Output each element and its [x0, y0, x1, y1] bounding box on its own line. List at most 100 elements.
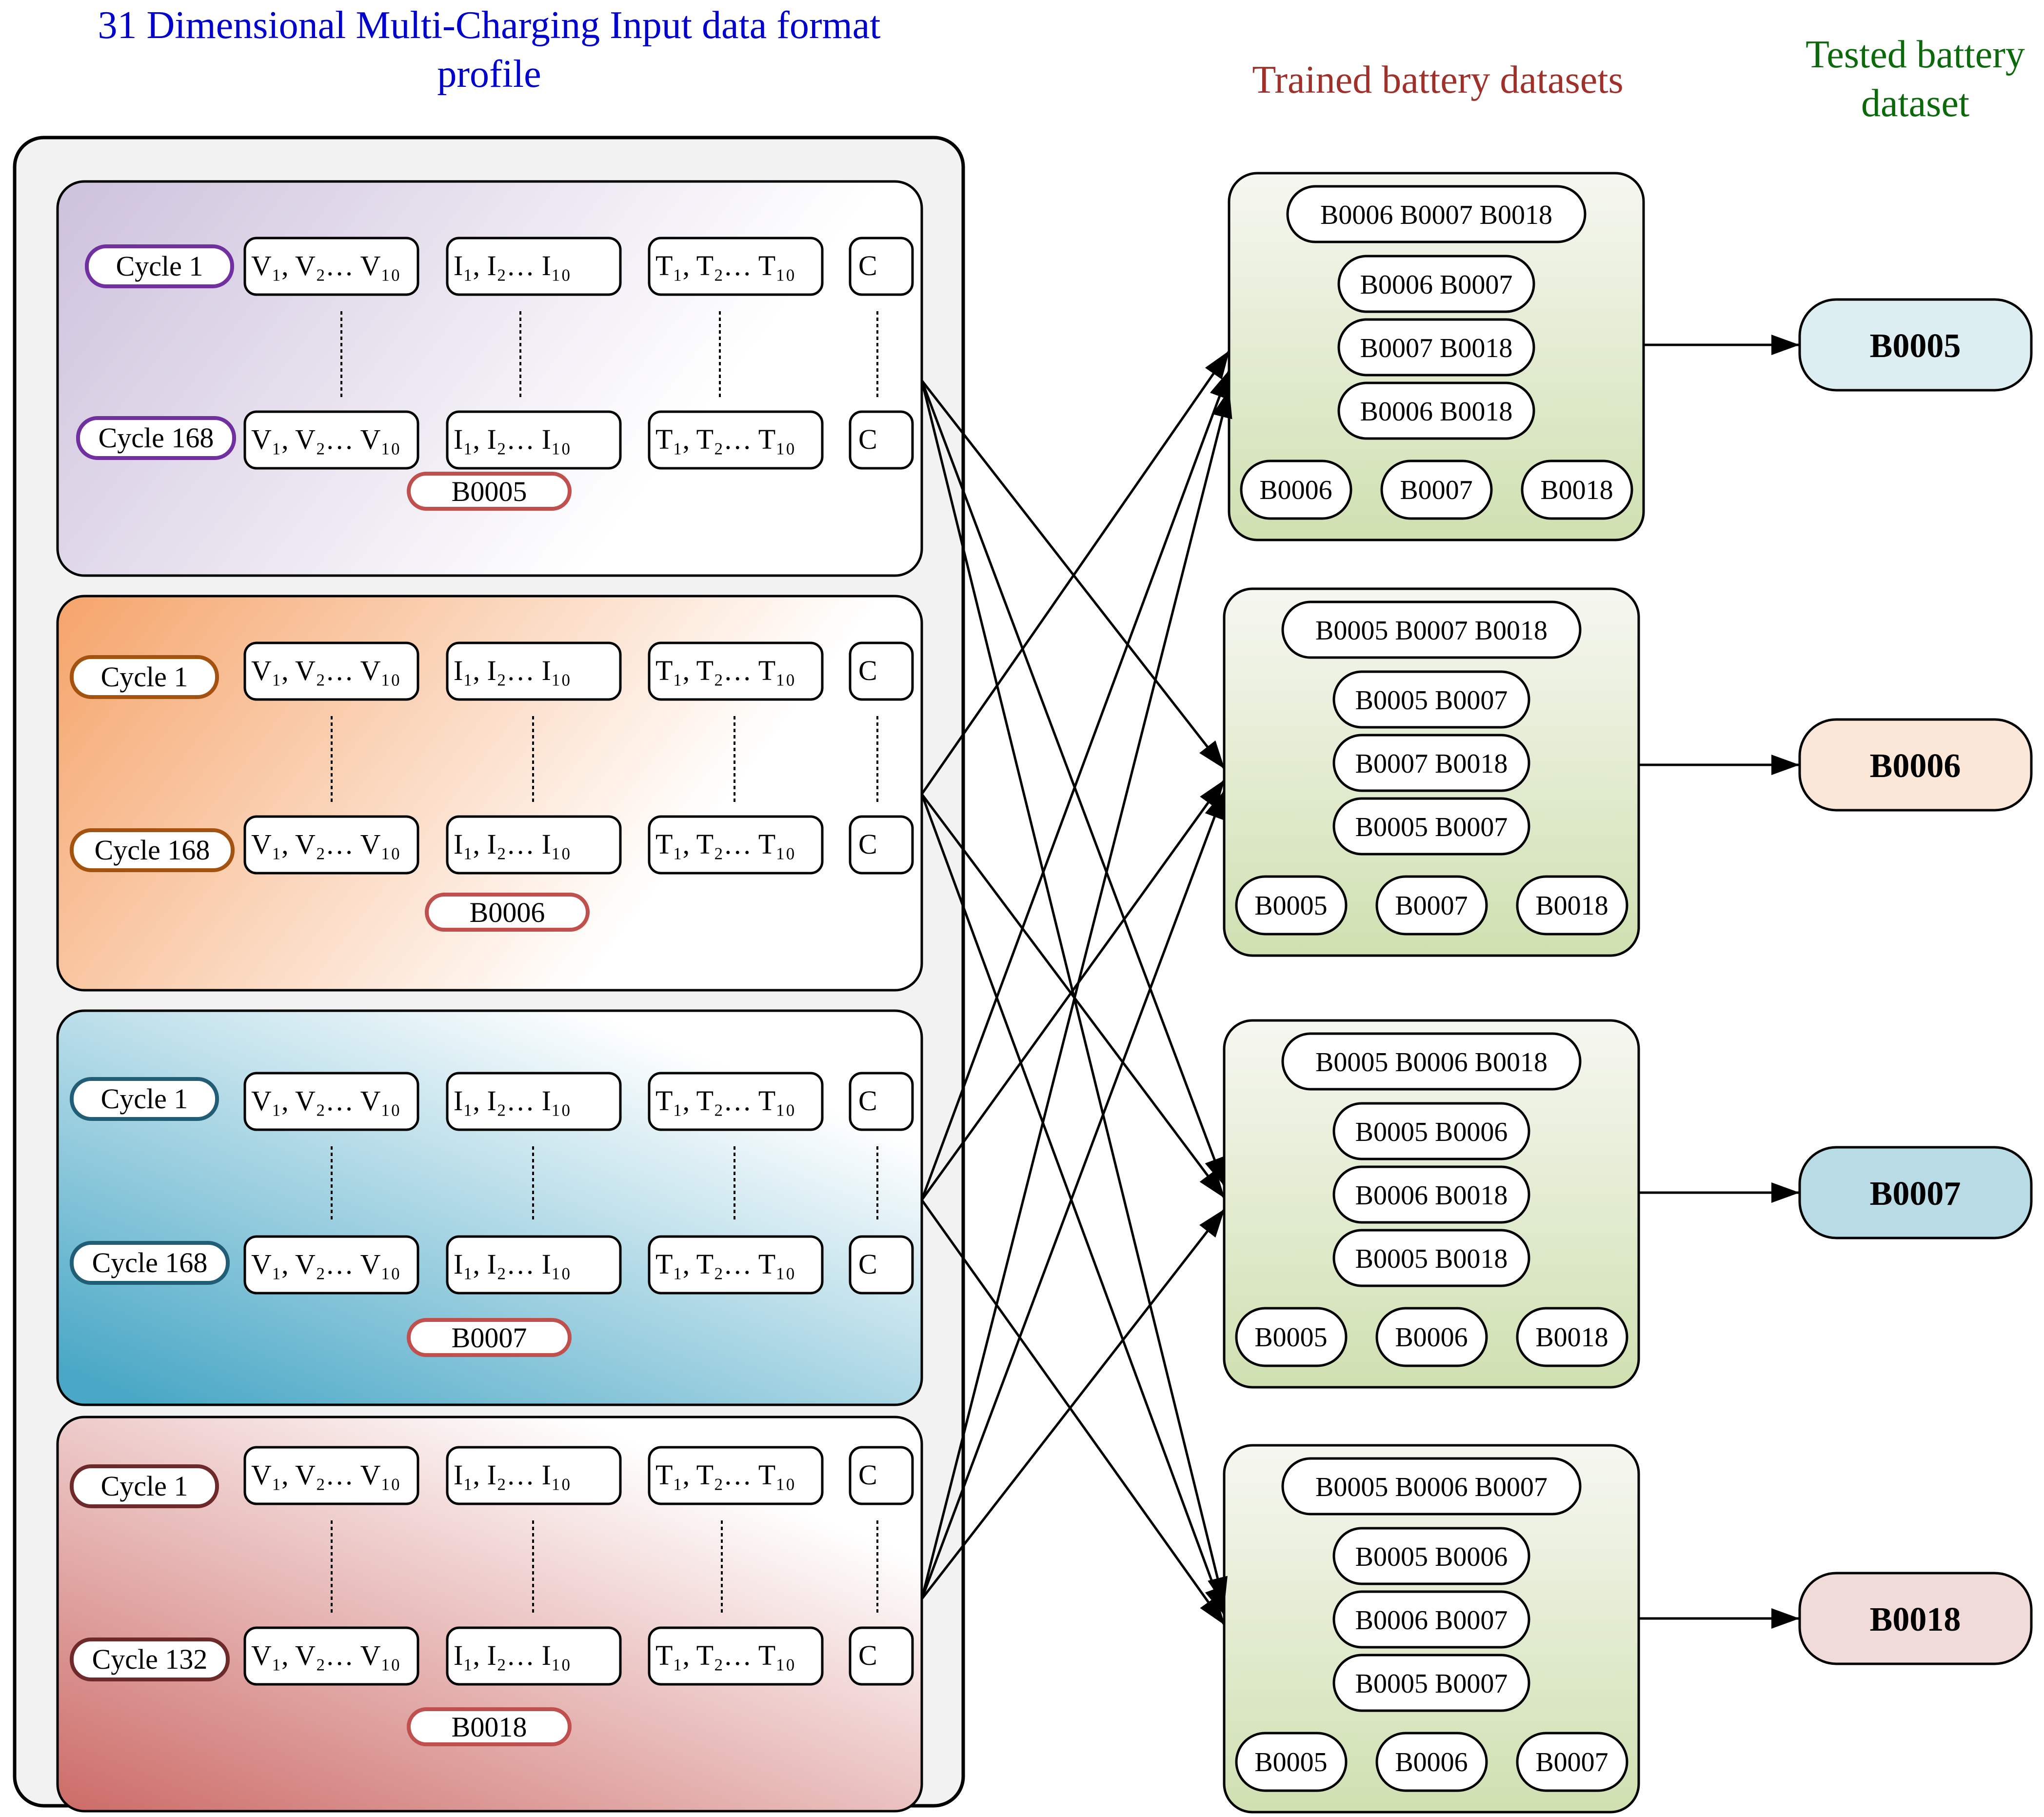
tested-battery-label: B0007 [1870, 1175, 1961, 1213]
voltage-cell: V₁, V₂… V₁₀ [251, 423, 400, 455]
tested-battery-label: B0006 [1870, 747, 1961, 785]
single-combo: B0007 [1400, 475, 1472, 505]
voltage-cell-box [243, 1626, 419, 1686]
battery-to-trained-arrow [920, 794, 1226, 1616]
first-cycle-label: Cycle 1 [101, 1083, 188, 1115]
single-combo-box [1235, 875, 1348, 936]
current-cell-box [446, 410, 622, 470]
pair-combo-box [1332, 1165, 1530, 1224]
single-combo-box [1380, 459, 1493, 520]
temperature-cell-box [648, 1235, 824, 1295]
single-combo: B0005 [1254, 891, 1327, 921]
first-cycle-label-box [70, 1464, 219, 1508]
pair-combo-box [1337, 255, 1535, 313]
triple-combo: B0005 B0006 B0018 [1315, 1047, 1548, 1078]
temperature-cell-box [648, 237, 824, 296]
temperature-cell-box [648, 410, 824, 470]
first-cycle-label: Cycle 1 [101, 661, 188, 693]
pair-combo: B0005 B0018 [1355, 1244, 1508, 1274]
battery-tag-box [407, 1707, 572, 1746]
capacity-cell-box [849, 1072, 914, 1131]
battery-to-trained-arrow [920, 370, 1230, 1200]
tested-battery-label: B0018 [1870, 1601, 1961, 1638]
pair-combo: B0005 B0006 [1355, 1542, 1508, 1572]
capacity-cell: C [858, 1248, 877, 1280]
current-cell-box [446, 815, 622, 875]
first-cycle-label-box [70, 655, 219, 699]
pair-combo-box [1337, 318, 1535, 377]
single-combo: B0007 [1395, 891, 1468, 921]
capacity-cell: C [858, 1459, 877, 1491]
capacity-cell: C [858, 1639, 877, 1671]
battery-panel-bg [56, 1416, 923, 1813]
triple-combo-box [1281, 1032, 1582, 1091]
single-combo-box [1516, 875, 1628, 936]
single-combo: B0007 [1535, 1747, 1608, 1777]
single-combo: B0018 [1535, 891, 1608, 921]
pair-combo-box [1332, 797, 1530, 856]
voltage-cell: V₁, V₂… V₁₀ [251, 250, 400, 281]
voltage-cell: V₁, V₂… V₁₀ [251, 1459, 400, 1491]
battery-tag: B0018 [452, 1711, 527, 1743]
single-combo-box [1375, 875, 1488, 936]
temperature-cell: T₁, T₂… T₁₀ [655, 1085, 795, 1117]
capacity-cell-box [849, 410, 914, 470]
battery-to-trained-arrow [920, 1199, 1226, 1625]
voltage-cell-box [243, 1446, 419, 1505]
capacity-cell: C [858, 1085, 877, 1117]
tested-box-bg [1798, 1572, 2033, 1665]
tested-box-bg [1798, 718, 2033, 812]
connector-arrows [920, 335, 1800, 1629]
current-cell-box [446, 1446, 622, 1505]
voltage-cell-box [243, 410, 419, 470]
single-combo-box [1375, 1307, 1488, 1367]
single-combo: B0005 [1254, 1322, 1327, 1353]
pair-combo: B0007 B0018 [1360, 333, 1513, 363]
single-combo-box [1240, 459, 1352, 520]
current-cell: I₁, I₂… I₁₀ [454, 1085, 571, 1117]
pair-combo-box [1332, 1654, 1530, 1712]
battery-to-trained-arrow [921, 379, 1225, 769]
triple-combo-box [1281, 600, 1582, 659]
temperature-cell: T₁, T₂… T₁₀ [655, 1459, 795, 1491]
single-combo-box [1516, 1307, 1628, 1367]
pair-combo: B0006 B0018 [1360, 397, 1513, 427]
temperature-cell-box [648, 1446, 824, 1505]
current-cell-box [446, 1235, 622, 1295]
single-combo-box [1521, 459, 1633, 520]
temperature-cell-box [648, 641, 824, 701]
current-cell-box [446, 1626, 622, 1686]
temperature-cell: T₁, T₂… T₁₀ [655, 423, 795, 455]
pair-combo: B0006 B0007 [1360, 270, 1513, 300]
single-combo-box [1375, 1732, 1488, 1792]
capacity-cell-box [849, 641, 914, 701]
capacity-cell: C [858, 828, 877, 860]
current-cell: I₁, I₂… I₁₀ [454, 1459, 571, 1491]
pair-combo: B0005 B0007 [1355, 685, 1508, 716]
temperature-cell-box [648, 1626, 824, 1686]
input-profile-title-line1: 31 Dimensional Multi-Charging Input data… [98, 4, 881, 47]
current-cell: I₁, I₂… I₁₀ [454, 250, 571, 281]
single-combo: B0018 [1535, 1322, 1608, 1353]
single-combo: B0006 [1395, 1747, 1468, 1777]
tested-box-bg [1798, 298, 2033, 392]
current-cell: I₁, I₂… I₁₀ [454, 1248, 571, 1280]
current-cell-box [446, 237, 622, 296]
battery-to-trained-arrow [920, 389, 1232, 1599]
last-cycle-label-box [70, 1637, 230, 1681]
first-cycle-label: Cycle 1 [101, 1470, 188, 1502]
voltage-cell: V₁, V₂… V₁₀ [251, 1248, 400, 1280]
battery-to-trained-arrow [920, 790, 1226, 1599]
temperature-cell: T₁, T₂… T₁₀ [655, 828, 795, 860]
pair-combo: B0006 B0018 [1355, 1180, 1508, 1211]
tested-box-b0007: B0007 [1798, 1146, 2033, 1239]
tested-box-b0018: B0018 [1798, 1572, 2033, 1665]
voltage-cell-box [243, 641, 419, 701]
battery-to-trained-arrow [920, 350, 1230, 795]
pair-combo: B0005 B0006 [1355, 1117, 1508, 1147]
